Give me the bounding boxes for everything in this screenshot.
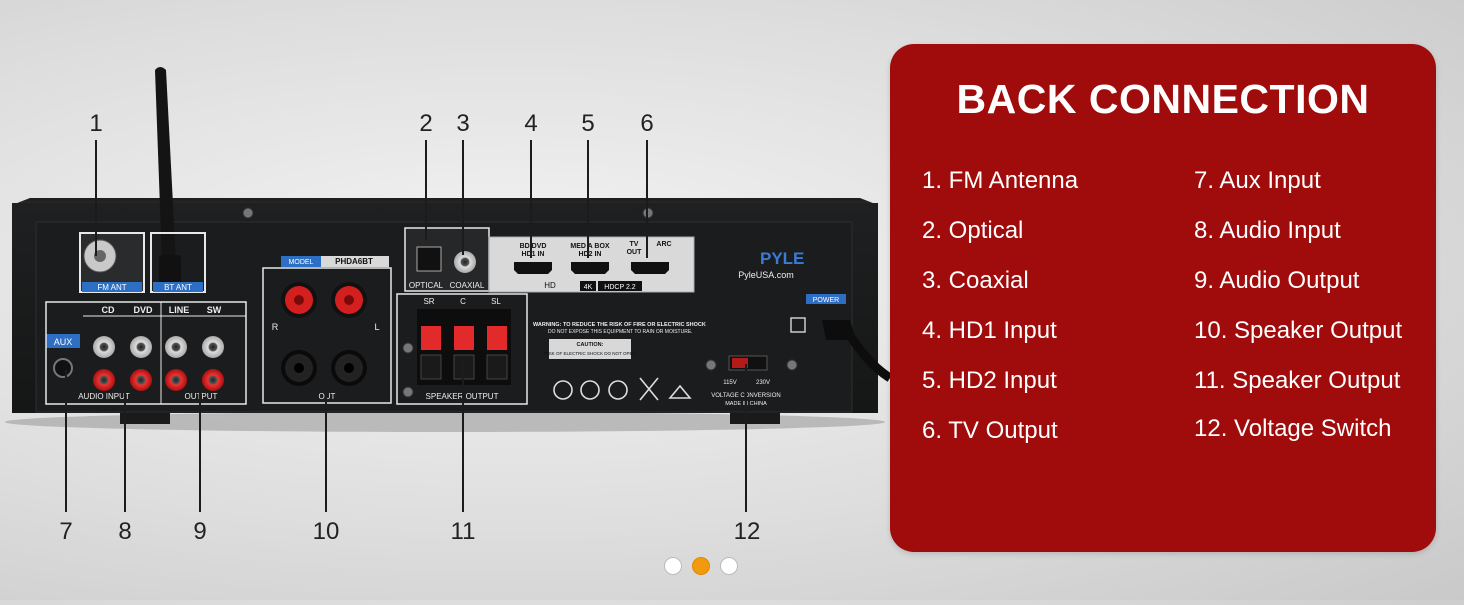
legend-item-8: 8. Audio Input — [1194, 217, 1341, 244]
dvd-label: DVD — [133, 305, 153, 315]
output-label: OUTPUT — [185, 392, 218, 401]
panel-title: BACK CONNECTION — [956, 76, 1370, 122]
legend-item-6: 6. TV Output — [922, 417, 1058, 444]
legend-item-2: 2. Optical — [922, 217, 1024, 244]
carousel-dot-2[interactable] — [692, 557, 710, 575]
hd2-label-a: MED A BOX — [570, 243, 609, 250]
legend-item-11: 11. Speaker Output — [1194, 367, 1401, 394]
pyle-logo: PYLE — [760, 249, 804, 268]
legend-item-9: 9. Audio Output — [1194, 267, 1360, 294]
c-label: C — [460, 297, 466, 306]
callout-11: 11 — [450, 518, 476, 545]
cd-label: CD — [102, 305, 115, 315]
carousel-dots — [664, 557, 738, 575]
sl-label: SL — [491, 297, 501, 306]
fm-ant-label: FM ANT — [97, 283, 126, 292]
optical-label: OPTICAL — [409, 281, 444, 290]
caution-text: RISK OF ELECTRIC SHOCK DO NOT OPEN — [544, 351, 635, 356]
hd2-label-b: HD2 IN — [579, 251, 602, 258]
back-connection-panel: BACK CONNECTION 1. FM Antenna 2. Optical… — [890, 44, 1436, 552]
legend-item-12: 12. Voltage Switch — [1194, 415, 1392, 442]
sr-label: SR — [423, 297, 434, 306]
callout-6: 6 — [640, 110, 654, 137]
legend-item-4: 4. HD1 Input — [922, 317, 1057, 344]
legend-item-1: 1. FM Antenna — [922, 167, 1079, 194]
v115-label: 115V — [723, 380, 737, 386]
callout-1: 1 — [89, 110, 103, 137]
hdcp-label: HDCP 2.2 — [604, 284, 635, 291]
power-label: POWER — [813, 297, 839, 304]
model-number: PHDA6BT — [335, 257, 373, 266]
warning-line-1: WARNING: TO REDUCE THE RISK OF FIRE OR E… — [533, 322, 706, 328]
aux-label: AUX — [54, 337, 73, 347]
out-label: OUT — [319, 392, 336, 401]
callout-lines — [65, 140, 747, 512]
tv-out-label-a: TV — [630, 241, 639, 248]
callout-8: 8 — [118, 518, 132, 545]
legend-item-7: 7. Aux Input — [1194, 167, 1321, 194]
tv-out-label-b: OUT — [627, 249, 643, 256]
callout-4: 4 — [524, 110, 538, 137]
callout-10: 10 — [312, 518, 340, 545]
v230-label: 230V — [756, 380, 770, 386]
callout-5: 5 — [581, 110, 595, 137]
callout-3: 3 — [456, 110, 470, 137]
warning-line-2: DO NOT EXPOSE THIS EQUIPMENT TO RAIN OR … — [548, 329, 693, 335]
legend-item-10: 10. Speaker Output — [1194, 317, 1403, 344]
l-label: L — [374, 322, 379, 332]
hd1-label-a: BD/DVD — [520, 243, 547, 250]
coaxial-label: COAXIAL — [450, 281, 485, 290]
carousel-dot-3[interactable] — [720, 557, 738, 575]
bt-ant-label: BT ANT — [164, 283, 192, 292]
bt-antenna-icon — [155, 67, 176, 270]
callout-2: 2 — [419, 110, 433, 137]
callout-12: 12 — [733, 518, 761, 545]
r-label: R — [272, 322, 279, 332]
model-label: MODEL — [289, 259, 314, 266]
pyle-url: PyleUSA.com — [738, 270, 794, 280]
caution-label: CAUTION: — [577, 342, 604, 348]
4k-label: 4K — [584, 284, 593, 291]
audio-input-label: AUDIO INPUT — [78, 392, 130, 401]
line-label: LINE — [169, 305, 190, 315]
voltage-switch-knob — [732, 358, 748, 368]
arc-label: ARC — [656, 241, 671, 248]
sw-label: SW — [207, 305, 222, 315]
legend-item-3: 3. Coaxial — [922, 267, 1029, 294]
callout-9: 9 — [193, 518, 207, 545]
carousel-dot-1[interactable] — [664, 557, 682, 575]
callout-7: 7 — [59, 518, 73, 545]
hd1-label-b: HD1 IN — [522, 251, 545, 258]
hd-label: HD — [544, 281, 556, 290]
legend-item-5: 5. HD2 Input — [922, 367, 1057, 394]
